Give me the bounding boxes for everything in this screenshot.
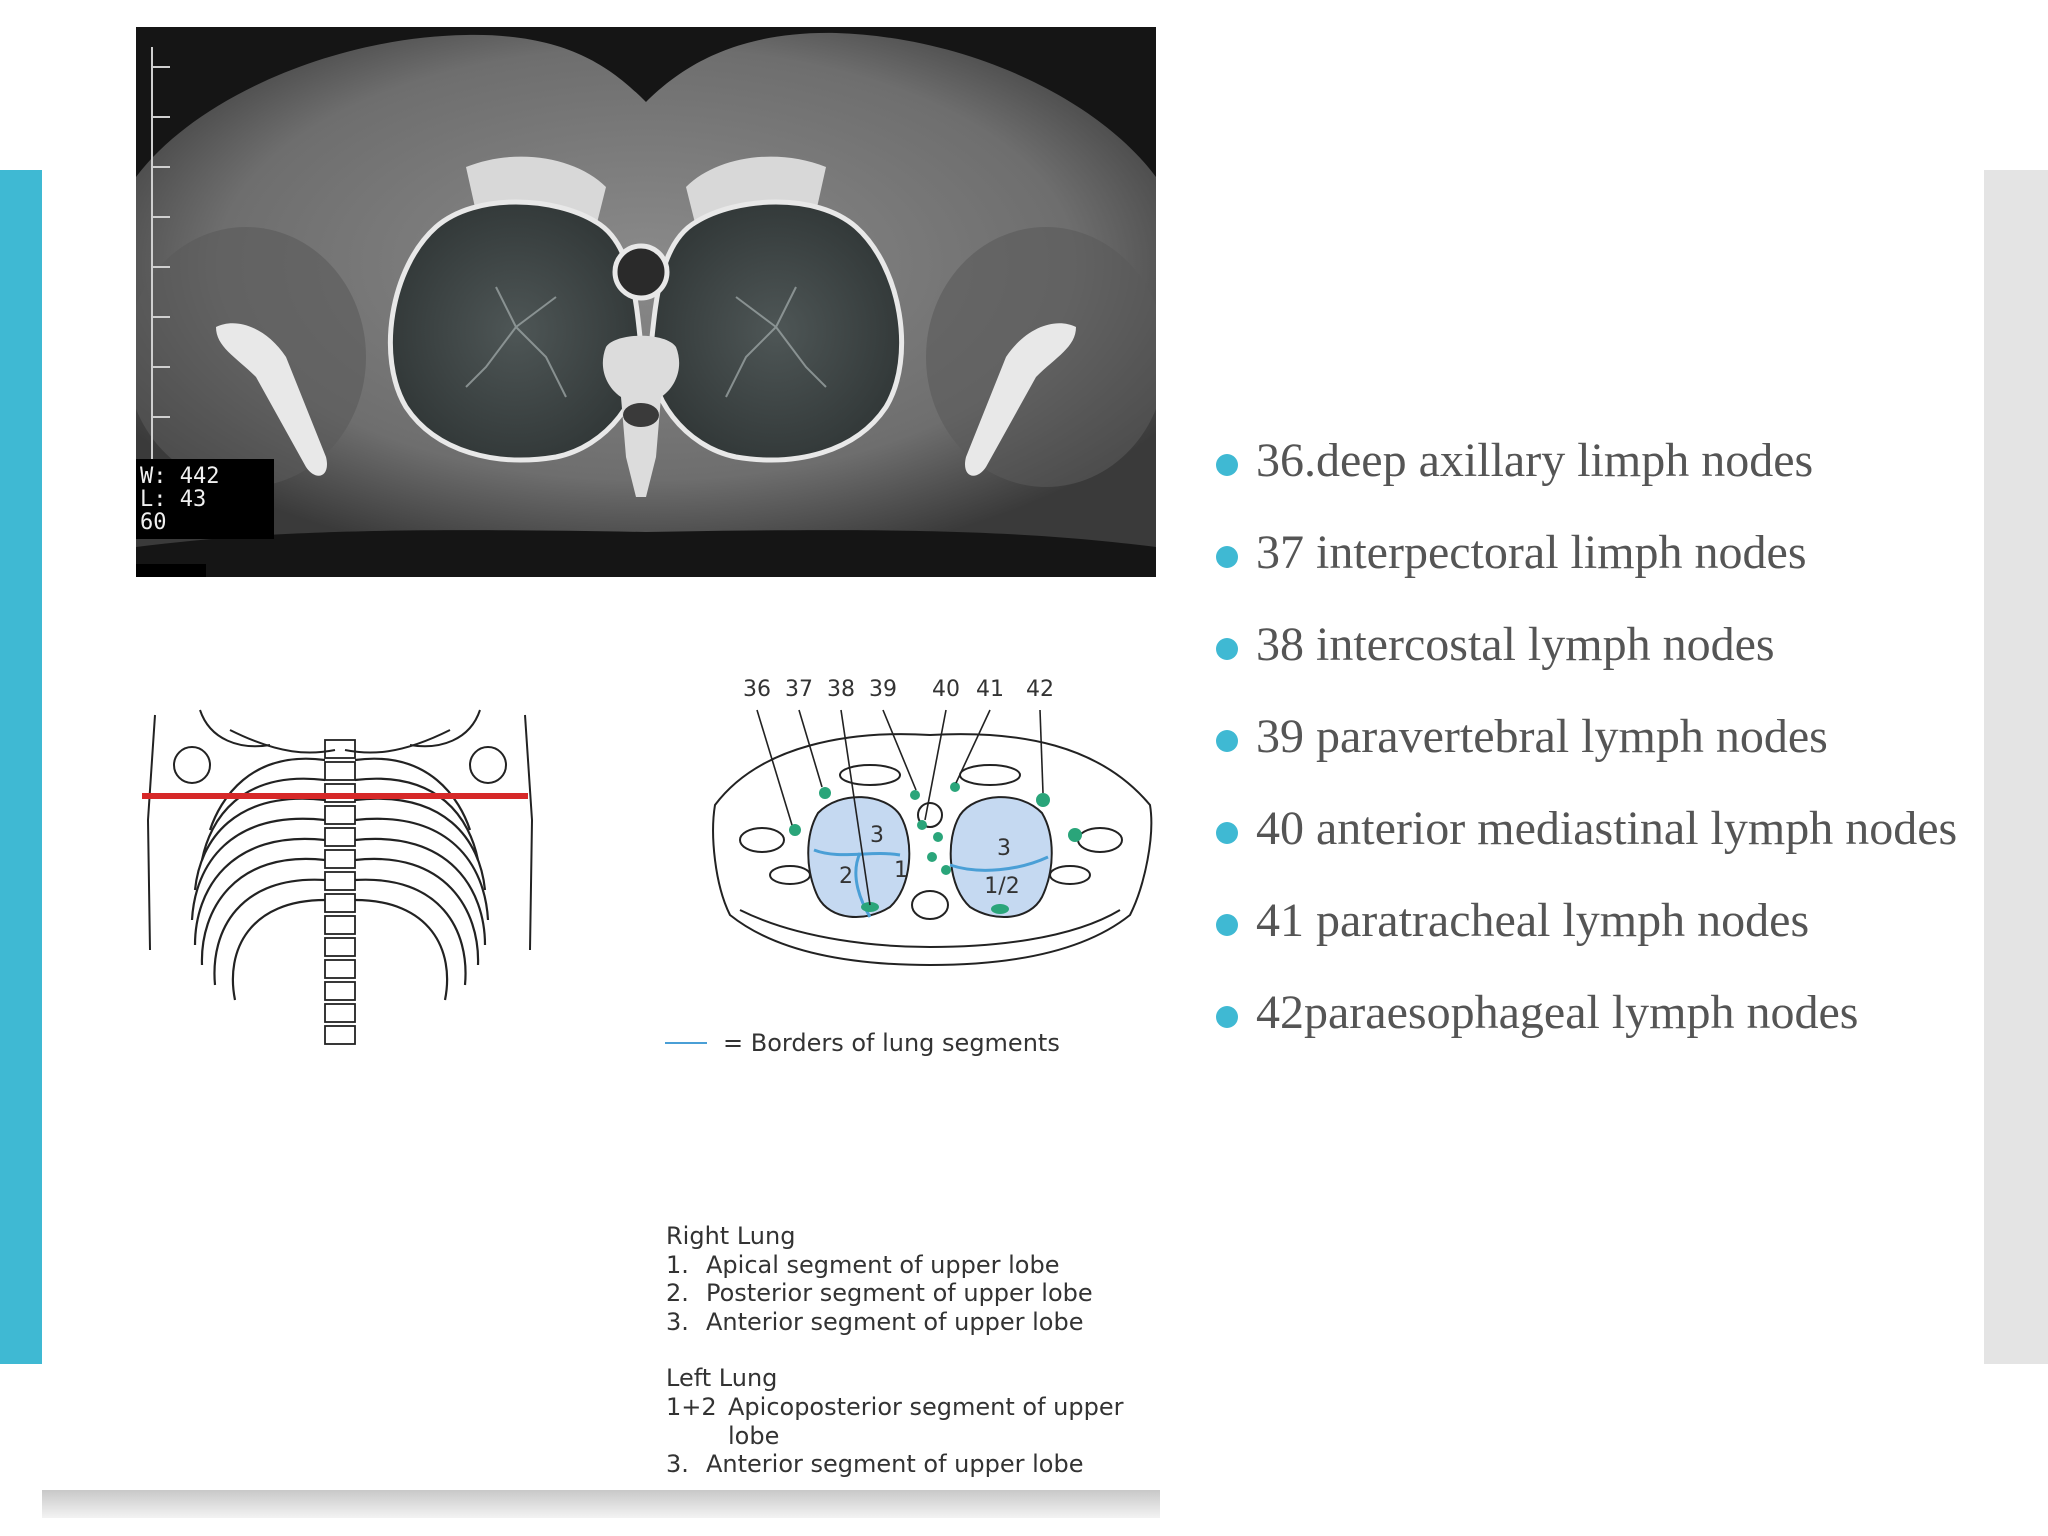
lung-segment-notes: Right Lung 1. Apical segment of upper lo…: [666, 1222, 1186, 1479]
node-label-37: 37: [785, 677, 813, 702]
list-item: 38 intercostal lymph nodes: [1206, 616, 1976, 673]
node-label-40: 40: [932, 677, 960, 702]
item-number: 1.: [666, 1250, 689, 1279]
left-accent-bar: [0, 170, 42, 1364]
bottom-shadow-strip: [42, 1490, 1160, 1518]
list-item-text: 40 anterior mediastinal lymph nodes: [1256, 802, 1958, 855]
list-item: 41 paratracheal lymph nodes: [1206, 892, 1976, 949]
rib-cage-drawing: [142, 709, 534, 1045]
right-lung-segment-2: 2: [839, 864, 853, 889]
bullet-icon: [1216, 1006, 1238, 1028]
list-item: 37 interpectoral limph nodes: [1206, 524, 1976, 581]
lymph-node-list: 36.deep axillary limph nodes 37 interpec…: [1206, 432, 1976, 1076]
item-number: 1+2: [666, 1392, 717, 1421]
left-lung-segment-1-2: 1/2: [984, 874, 1019, 899]
bullet-icon: [1216, 822, 1238, 844]
node-label-38: 38: [827, 677, 855, 702]
item-text: Apical segment of upper lobe: [706, 1250, 1060, 1279]
item-text: Apicoposterior segment of upper lobe: [728, 1392, 1124, 1450]
bullet-icon: [1216, 454, 1238, 476]
list-item: 40 anterior mediastinal lymph nodes: [1206, 800, 1976, 857]
node-label-42: 42: [1026, 677, 1054, 702]
left-lung-item: 3. Anterior segment of upper lobe: [666, 1450, 1186, 1479]
list-item: 39 paravertebral lymph nodes: [1206, 708, 1976, 765]
bullet-icon: [1216, 638, 1238, 660]
list-item-text: 36.deep axillary limph nodes: [1256, 434, 1814, 487]
bullet-icon: [1216, 730, 1238, 752]
right-lung-heading: Right Lung: [666, 1222, 796, 1250]
right-lung-item: 2. Posterior segment of upper lobe: [666, 1279, 1186, 1308]
right-lung-item: 3. Anterior segment of upper lobe: [666, 1308, 1186, 1337]
left-lung-heading: Left Lung: [666, 1364, 778, 1393]
notes-spacer: [666, 1336, 1186, 1364]
left-lung-item: 1+2 Apicoposterior segment of upper lobe: [666, 1393, 1166, 1450]
item-number: 3.: [666, 1307, 689, 1336]
node-label-39: 39: [869, 677, 897, 702]
list-item-text: 41 paratracheal lymph nodes: [1256, 894, 1810, 947]
item-number: 3.: [666, 1450, 689, 1479]
item-number: 2.: [666, 1279, 689, 1308]
ct-window-width: W: 442: [140, 464, 219, 489]
right-lung-segment-1: 1: [894, 858, 908, 883]
list-item-text: 42paraesophageal lymph nodes: [1256, 986, 1859, 1039]
node-label-36: 36: [743, 677, 771, 702]
bullet-icon: [1216, 914, 1238, 936]
right-lung-segment-3: 3: [870, 823, 884, 848]
node-label-41: 41: [976, 677, 1004, 702]
ct-slice-number: 60: [140, 510, 167, 535]
left-lung-segment-3: 3: [997, 836, 1011, 861]
ct-window-level: L: 43: [140, 487, 206, 512]
item-text: Anterior segment of upper lobe: [706, 1450, 1084, 1479]
legend-line-swatch: [665, 1042, 707, 1044]
item-text: Anterior segment of upper lobe: [706, 1307, 1084, 1336]
list-item-text: 38 intercostal lymph nodes: [1256, 618, 1775, 671]
list-item-text: 37 interpectoral limph nodes: [1256, 526, 1807, 579]
lymph-node-cross-section: 36 37 38 39 40 41 42: [712, 677, 1153, 967]
segment-border-legend: = Borders of lung segments: [665, 1026, 1085, 1060]
ct-scan-image: W: 442 L: 43 60: [136, 27, 1156, 577]
right-lung-item: 1. Apical segment of upper lobe: [666, 1251, 1186, 1280]
bullet-icon: [1216, 546, 1238, 568]
list-item: 36.deep axillary limph nodes: [1206, 432, 1976, 489]
list-item: 42paraesophageal lymph nodes: [1206, 984, 1976, 1041]
right-side-panel: [1984, 170, 2048, 1364]
item-text: Posterior segment of upper lobe: [706, 1279, 1093, 1308]
legend-text: = Borders of lung segments: [723, 1029, 1060, 1057]
list-item-text: 39 paravertebral lymph nodes: [1256, 710, 1828, 763]
